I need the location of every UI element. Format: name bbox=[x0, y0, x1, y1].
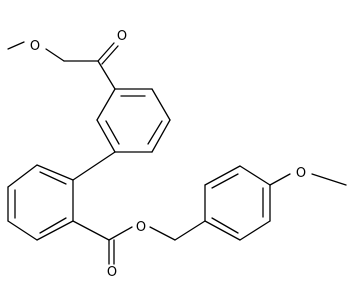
bond bbox=[108, 226, 133, 241]
bond bbox=[39, 171, 67, 185]
bond bbox=[151, 119, 171, 153]
bond bbox=[7, 220, 38, 241]
bond bbox=[101, 45, 119, 65]
bond bbox=[147, 120, 163, 145]
bond bbox=[97, 60, 116, 90]
bond bbox=[45, 48, 65, 62]
bond bbox=[96, 119, 116, 153]
bond bbox=[204, 165, 241, 186]
bond bbox=[149, 226, 176, 241]
bond bbox=[96, 88, 116, 121]
bond bbox=[36, 164, 74, 181]
bond bbox=[105, 120, 120, 145]
atom-labels: O O O O O bbox=[30, 29, 306, 280]
bond bbox=[174, 220, 206, 241]
bond bbox=[211, 217, 239, 234]
atom-label-o: O bbox=[107, 265, 117, 280]
bond bbox=[239, 165, 271, 186]
bond bbox=[204, 220, 241, 241]
bond bbox=[97, 42, 115, 62]
bond-lines bbox=[7, 41, 347, 265]
atom-label-o: O bbox=[136, 220, 146, 235]
bond bbox=[211, 173, 239, 189]
atom-label-o: O bbox=[296, 166, 306, 181]
bond bbox=[72, 220, 110, 241]
atom-label-o: O bbox=[30, 39, 40, 54]
bond bbox=[39, 217, 67, 234]
bond bbox=[311, 173, 347, 186]
bond bbox=[239, 220, 271, 241]
bond bbox=[269, 173, 291, 186]
bond bbox=[36, 220, 74, 241]
bond bbox=[7, 41, 25, 50]
atom-label-o: O bbox=[117, 29, 127, 44]
bond bbox=[72, 151, 116, 181]
bond bbox=[151, 88, 171, 121]
bond bbox=[7, 164, 38, 188]
